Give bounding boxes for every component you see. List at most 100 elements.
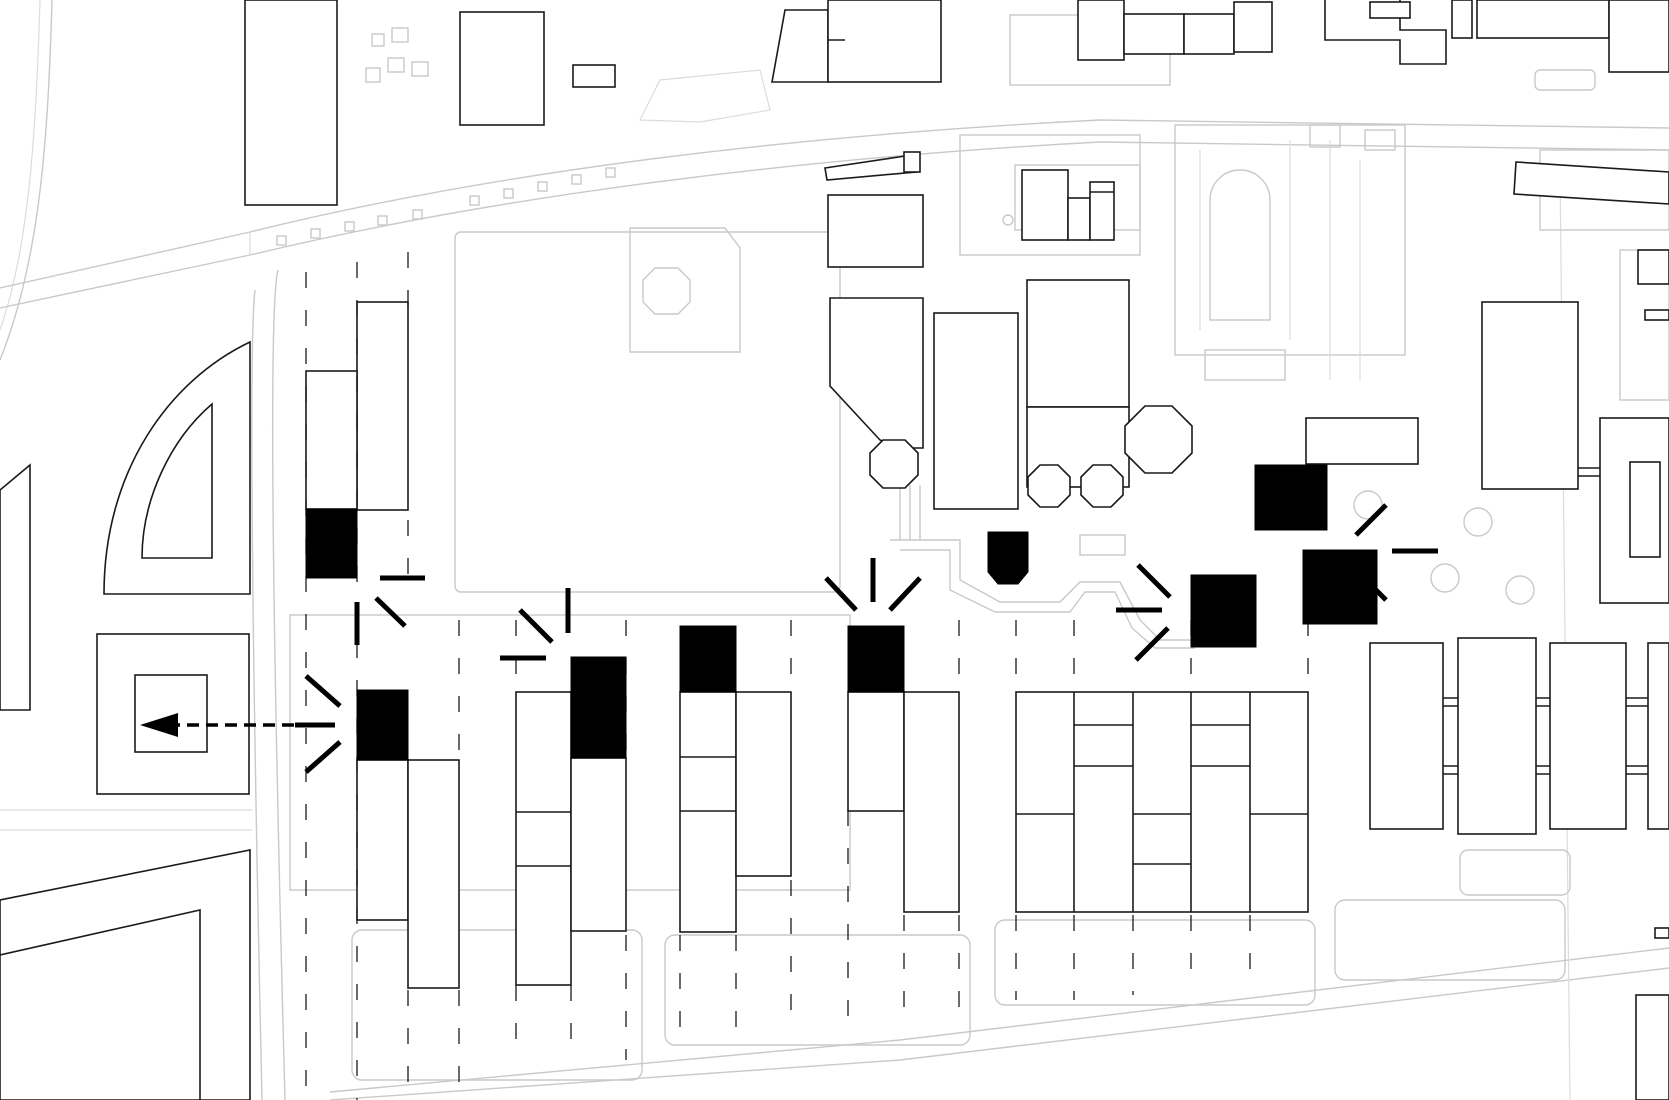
bar-building	[679, 691, 737, 933]
grid-divisions	[1016, 692, 1308, 912]
building	[1476, 0, 1610, 39]
terrace-steps-b	[900, 549, 1195, 649]
bar-division	[680, 756, 736, 812]
bar-building	[735, 691, 792, 877]
building	[1481, 301, 1579, 490]
bar-building	[407, 759, 460, 989]
building	[1183, 13, 1235, 55]
octagon-pavilion	[642, 267, 691, 315]
building	[771, 9, 829, 83]
building	[1324, 0, 1447, 65]
small-square	[391, 27, 409, 43]
highlight-block	[1190, 574, 1257, 648]
road-south-edge-b	[329, 967, 1669, 1100]
tree-circle	[1430, 563, 1460, 593]
road-west-curve	[0, 0, 53, 361]
garden-outline	[1459, 849, 1571, 896]
kiosk	[1309, 124, 1341, 148]
bar-building	[570, 757, 627, 932]
bus-shelter-end	[903, 151, 921, 173]
building	[244, 0, 338, 206]
bar-building	[305, 370, 358, 510]
road-vertical-west-b	[251, 289, 263, 1100]
small-square	[365, 67, 381, 83]
road-west-curve-inner	[0, 0, 41, 331]
small-square	[387, 57, 405, 73]
building-se-small	[1654, 927, 1669, 939]
tree-circle	[1353, 490, 1383, 520]
tree-circle	[1463, 507, 1493, 537]
stairs	[899, 485, 921, 540]
building-sw-inner	[0, 909, 201, 1100]
building	[1021, 169, 1069, 241]
bar-building	[903, 691, 960, 913]
building	[1233, 1, 1273, 53]
building	[1067, 197, 1091, 241]
building	[827, 0, 942, 83]
building	[1305, 417, 1419, 465]
highlight-block	[570, 656, 627, 759]
garden-outline	[994, 919, 1316, 1006]
building-inner	[1629, 461, 1661, 558]
bar-building	[1647, 642, 1669, 830]
building	[1644, 309, 1669, 321]
building	[572, 64, 616, 88]
road-vertical-west	[271, 269, 286, 1100]
small-plinth	[1079, 534, 1126, 556]
highlight-block	[847, 625, 905, 693]
hall-west	[829, 297, 924, 449]
building	[1608, 0, 1669, 73]
building	[1637, 249, 1669, 285]
bar-links	[1443, 697, 1648, 775]
parking-lot	[1174, 124, 1406, 356]
building	[1077, 0, 1125, 61]
kiosk	[1364, 129, 1396, 151]
parking-rows	[1204, 349, 1286, 381]
square-building-inner	[134, 674, 208, 753]
octagon-hall	[1027, 464, 1071, 508]
parcel-central-open	[454, 231, 841, 593]
bar-building	[515, 691, 572, 986]
highlight-block	[1302, 549, 1378, 625]
curved-building-inner	[141, 402, 213, 559]
building-se	[1635, 994, 1669, 1100]
highlight-shield	[987, 531, 1029, 585]
highlight-block	[1254, 464, 1328, 531]
bar-building	[1369, 642, 1444, 830]
building-annex	[827, 194, 924, 268]
building	[1513, 161, 1669, 205]
grid-block	[1015, 691, 1309, 913]
octagon-hall	[869, 439, 919, 489]
highlight-block	[356, 689, 409, 761]
road-north-edge-a	[0, 119, 1669, 289]
garden-outline	[664, 934, 971, 1046]
highlighted-blocks	[305, 464, 1378, 761]
road-bollards	[276, 167, 616, 246]
arrow-left-icon	[140, 713, 332, 737]
building-edge	[0, 463, 31, 711]
road-north-edge-b	[0, 141, 1669, 309]
bar-building	[356, 759, 409, 921]
bar-building	[1457, 637, 1537, 835]
parking-small	[639, 69, 771, 123]
highlight-block	[305, 508, 358, 579]
garden-outline	[351, 929, 643, 1081]
burst-lines-icon	[295, 503, 1438, 774]
building	[1369, 1, 1411, 19]
bar-building	[356, 301, 409, 511]
hall-north	[1026, 279, 1130, 408]
kiosk-rounded	[1534, 69, 1596, 91]
building	[1451, 0, 1473, 39]
building	[459, 11, 545, 126]
bar-building	[847, 691, 905, 812]
highlight-block	[679, 625, 737, 693]
parking-island	[1209, 169, 1271, 321]
small-square	[411, 61, 429, 77]
building	[1089, 181, 1115, 241]
terrace-steps	[890, 539, 1195, 641]
context-parcels	[289, 14, 1669, 1081]
parking-lines	[1199, 140, 1361, 380]
building-link	[1578, 467, 1600, 477]
